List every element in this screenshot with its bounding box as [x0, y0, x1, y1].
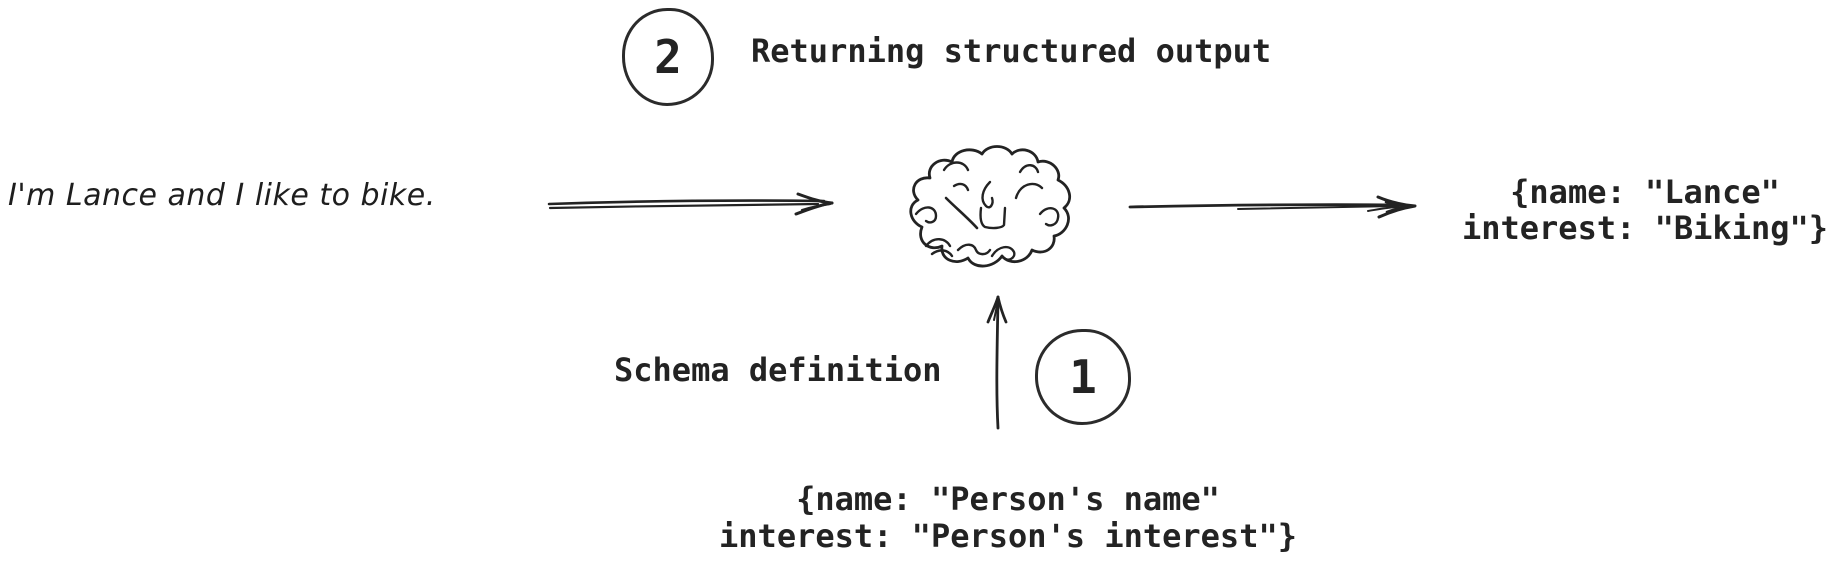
- diagram-title: Returning structured output: [751, 32, 1272, 70]
- schema-code-line-2: interest: "Person's interest"}: [719, 517, 1297, 555]
- step-1-number: 1: [1069, 350, 1097, 404]
- step-2-badge: 2: [622, 8, 714, 106]
- schema-arrow-up-icon: [986, 295, 1008, 430]
- output-code-line-2: interest: "Biking"}: [1461, 209, 1829, 247]
- output-code-line-1: {name: "Lance": [1510, 173, 1780, 211]
- output-arrow-right-icon: [1128, 195, 1417, 219]
- schema-definition-label: Schema definition: [614, 351, 942, 389]
- step-2-number: 2: [654, 30, 682, 84]
- user-input-text: I'm Lance and I like to bike.: [8, 178, 436, 213]
- schema-code-line-1: {name: "Person's name": [796, 480, 1220, 518]
- step-1-badge: 1: [1035, 329, 1131, 425]
- brain-icon: [909, 145, 1072, 268]
- structured-output-code: {name: "Lance" interest: "Biking"}: [1452, 174, 1838, 246]
- schema-code: {name: "Person's name" interest: "Person…: [708, 481, 1308, 555]
- input-arrow-right-icon: [547, 192, 834, 216]
